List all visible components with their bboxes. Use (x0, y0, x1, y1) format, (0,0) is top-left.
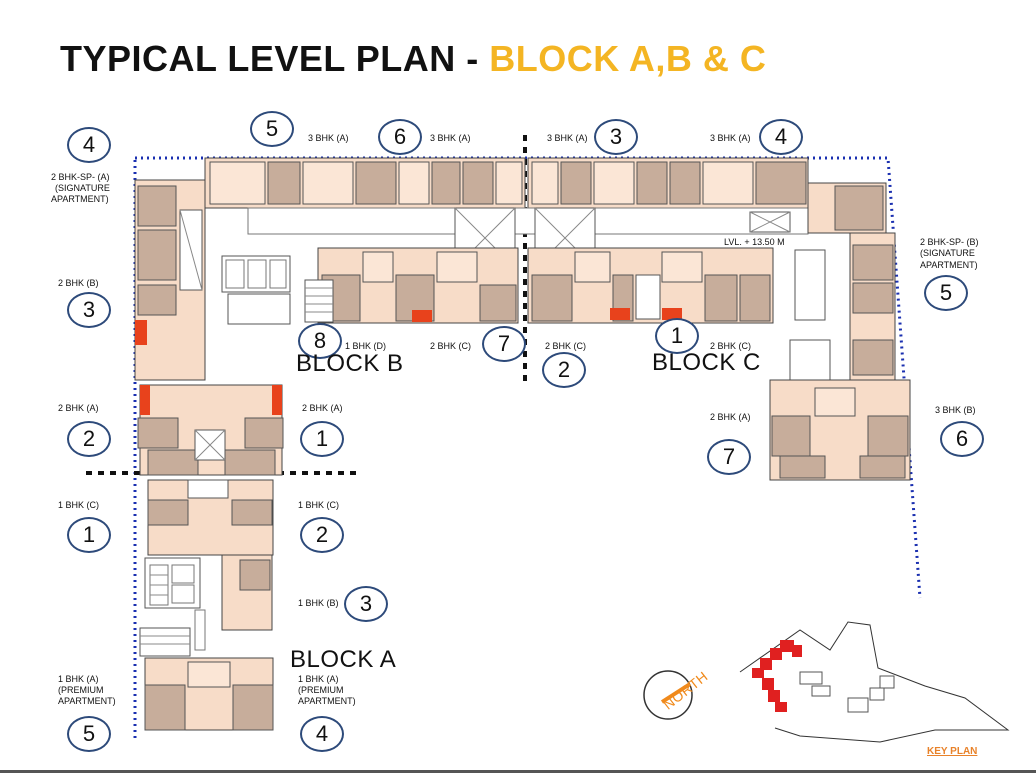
unit-label: 1 BHK (C) (58, 500, 100, 510)
unit-label: 1 BHK (A) (298, 674, 339, 684)
key-plan-label: KEY PLAN (927, 746, 978, 757)
level-label: LVL. + 13.50 M (724, 237, 785, 247)
unit-number-badge: 2 (300, 517, 344, 553)
block-a-label: BLOCK A (290, 646, 397, 673)
title-main: TYPICAL LEVEL PLAN - (60, 38, 490, 79)
unit-label: 2 BHK (B) (58, 278, 99, 288)
unit-number-badge: 2 (67, 421, 111, 457)
unit-label: 1 BHK (D) (345, 341, 387, 351)
unit-number-badge: 6 (940, 421, 984, 457)
unit-number-badge: 3 (67, 292, 111, 328)
unit-label: 2 BHK (A) (58, 403, 99, 413)
unit-number-badge: 6 (378, 119, 422, 155)
unit-label: (PREMIUM (58, 685, 104, 695)
unit-number-badge: 2 (542, 352, 586, 388)
unit-label: 3 BHK (A) (547, 133, 588, 143)
block-a-units (134, 179, 284, 731)
unit-label: 1 BHK (C) (298, 500, 340, 510)
north-compass-icon (643, 670, 693, 720)
unit-label: (PREMIUM (298, 685, 344, 695)
footer-rule (0, 770, 1036, 773)
unit-label: 2 BHK-SP- (A) (51, 172, 110, 182)
block-c-east-units (769, 182, 911, 481)
unit-label: 2 BHK (C) (430, 341, 472, 351)
block-b-lower-units (221, 247, 519, 325)
unit-label: APARTMENT) (51, 194, 109, 204)
unit-number-badge: 5 (924, 275, 968, 311)
unit-number-badge: 1 (67, 517, 111, 553)
unit-label: APARTMENT) (920, 260, 978, 270)
unit-number-badge: 8 (298, 323, 342, 359)
unit-label: APARTMENT) (298, 696, 356, 706)
block-c-lower-units (527, 247, 826, 324)
unit-number-badge: 4 (67, 127, 111, 163)
unit-label: 2 BHK (C) (545, 341, 587, 351)
unit-number-badge: 4 (759, 119, 803, 155)
unit-label: 1 BHK (A) (58, 674, 99, 684)
unit-number-badge: 5 (250, 111, 294, 147)
title-accent: BLOCK A,B & C (489, 38, 767, 79)
unit-label: 2 BHK (A) (302, 403, 343, 413)
unit-label: 2 BHK (C) (710, 341, 752, 351)
block-b-label: BLOCK B (296, 350, 404, 377)
unit-number-badge: 7 (707, 439, 751, 475)
top-band-units (204, 157, 809, 269)
unit-label: (SIGNATURE (920, 248, 975, 258)
unit-number-badge: 4 (300, 716, 344, 752)
unit-label: 2 BHK (A) (710, 412, 751, 422)
unit-label: 1 BHK (B) (298, 598, 339, 608)
key-plan-map (739, 621, 1010, 743)
page-title: TYPICAL LEVEL PLAN - BLOCK A,B & C (60, 38, 766, 80)
unit-number-badge: 1 (655, 318, 699, 354)
unit-label: 3 BHK (A) (308, 133, 349, 143)
unit-label: 3 BHK (B) (935, 405, 976, 415)
unit-label: 2 BHK-SP- (B) (920, 237, 979, 247)
unit-number-badge: 7 (482, 326, 526, 362)
unit-number-badge: 5 (67, 716, 111, 752)
unit-label: 3 BHK (A) (710, 133, 751, 143)
unit-number-badge: 3 (344, 586, 388, 622)
block-c-label: BLOCK C (652, 349, 761, 376)
unit-label: APARTMENT) (58, 696, 116, 706)
unit-label: 3 BHK (A) (430, 133, 471, 143)
unit-number-badge: 1 (300, 421, 344, 457)
unit-label: (SIGNATURE (55, 183, 110, 193)
unit-number-badge: 3 (594, 119, 638, 155)
